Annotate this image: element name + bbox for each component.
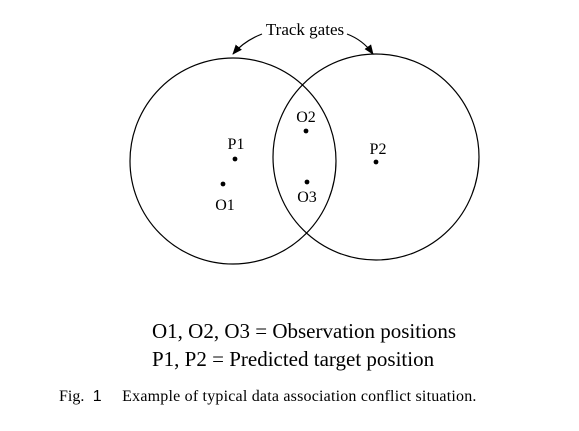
p2-point xyxy=(373,159,379,165)
p1-point xyxy=(232,156,238,162)
o1-label: O1 xyxy=(215,197,235,214)
o3-point xyxy=(304,179,310,185)
p2-label: P2 xyxy=(370,141,387,158)
caption-number: 1 xyxy=(92,388,102,405)
p1-label: P1 xyxy=(228,136,245,153)
track-gates-label: Track gates xyxy=(266,20,344,39)
legend-observations: O1, O2, O3 = Observation positions xyxy=(152,319,457,343)
right-gate-arrow xyxy=(346,33,374,55)
caption-text: Example of typical data association conf… xyxy=(122,388,477,405)
left-gate-arrow xyxy=(232,33,263,55)
caption-prefix: Fig. xyxy=(59,388,85,405)
venn-diagram: Track gates P1 O1 O2 O3 P2 xyxy=(129,20,480,265)
right-track-gate xyxy=(272,53,480,261)
o1-point xyxy=(220,181,226,187)
left-track-gate xyxy=(129,57,337,265)
o2-point xyxy=(303,128,309,134)
o2-label: O2 xyxy=(296,109,316,126)
o3-label: O3 xyxy=(297,189,317,206)
figure-caption: Fig. 1 Example of typical data associati… xyxy=(59,387,477,407)
legend-predictions: P1, P2 = Predicted target position xyxy=(152,347,435,371)
